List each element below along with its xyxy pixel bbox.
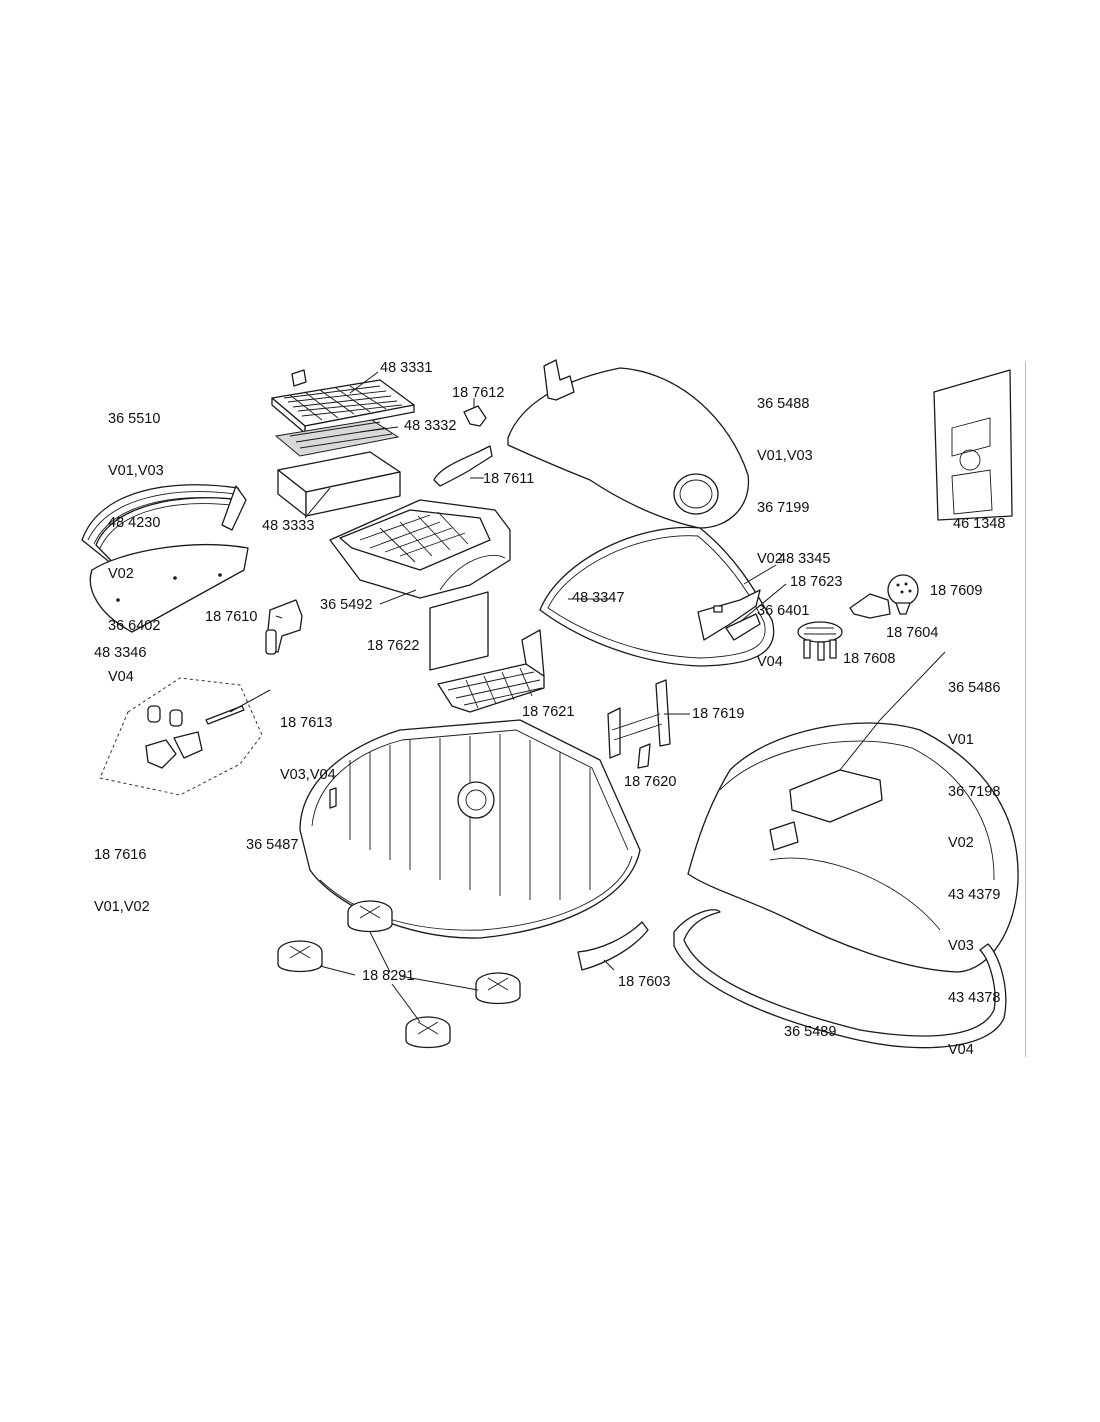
label-line: V03,V04 xyxy=(280,767,336,784)
part-365487-base-chassis xyxy=(299,719,641,939)
label-461348: 46 1348 xyxy=(953,516,1006,532)
part-187621-grille xyxy=(437,629,545,713)
label-187621: 18 7621 xyxy=(522,704,575,720)
part-187619-switch xyxy=(607,679,671,759)
part-187603-bumper xyxy=(577,921,649,971)
part-483331-filter-grid xyxy=(271,369,415,434)
part-365489-bumper-rim xyxy=(673,909,1007,1049)
label-line: V04 xyxy=(108,669,134,686)
label-line: 48 4230 xyxy=(108,514,161,531)
part-187620-tab xyxy=(637,743,651,769)
label-187612: 18 7612 xyxy=(452,385,505,401)
part-483332-filter-mesh xyxy=(274,419,400,457)
part-187604-clip xyxy=(849,593,891,619)
label-483347: 48 3347 xyxy=(572,590,625,606)
label-line: V01,V03 xyxy=(757,448,813,465)
label-line: V02 xyxy=(108,566,134,583)
label-line: 36 6402 xyxy=(108,617,161,634)
label-483332: 48 3332 xyxy=(404,418,457,434)
label-line: 36 5510 xyxy=(108,411,161,428)
label-line: 36 5486 xyxy=(948,680,1001,697)
label-line: 36 6401 xyxy=(757,602,810,619)
label-483346: 48 3346 xyxy=(94,645,147,661)
part-187609-filter-cap xyxy=(887,574,919,615)
label-187611: 18 7611 xyxy=(483,471,535,487)
label-187622: 18 7622 xyxy=(367,638,420,654)
part-365492-filter-housing xyxy=(329,499,511,599)
part-187610-latch xyxy=(265,599,303,655)
label-line: 18 7613 xyxy=(280,715,333,732)
label-line: V01,V02 xyxy=(94,899,150,916)
part-187608-filter-disk xyxy=(797,621,843,661)
label-line: 18 7616 xyxy=(94,847,147,864)
right-margin-rule xyxy=(1025,362,1026,1057)
label-365487: 36 5487 xyxy=(246,837,299,853)
label-365486: 36 5486 V01 36 7198 V02 43 4379 V03 43 4… xyxy=(948,646,1000,1076)
part-187616-motor-mount xyxy=(99,677,263,796)
label-365510: 36 5510 V01,V03 48 4230 V02 36 6402 V04 xyxy=(108,377,164,704)
part-187611-spring xyxy=(433,445,493,487)
part-483333-foam-filter xyxy=(277,451,401,517)
label-187608: 18 7608 xyxy=(843,651,896,667)
label-line: V03 xyxy=(948,938,974,955)
label-187609: 18 7609 xyxy=(930,583,983,599)
label-187623: 18 7623 xyxy=(790,574,843,590)
label-line: V02 xyxy=(757,551,783,568)
label-line: V01,V03 xyxy=(108,463,164,480)
label-187619: 18 7619 xyxy=(692,706,745,722)
label-188291: 18 8291 xyxy=(362,968,415,984)
label-line: 36 5488 xyxy=(757,396,810,413)
part-483345-hinge xyxy=(697,589,761,641)
part-365488-lid xyxy=(507,359,750,529)
label-line: 43 4378 xyxy=(948,990,1001,1007)
part-188291-wheels xyxy=(277,900,521,1049)
label-line: 43 4379 xyxy=(948,886,1001,903)
label-line: V04 xyxy=(757,654,783,671)
label-483333: 48 3333 xyxy=(262,518,315,534)
leader-lines xyxy=(229,371,946,1023)
part-187622-filter-sheet xyxy=(429,591,489,671)
label-483345: 48 3345 xyxy=(778,551,831,567)
part-187612-clip xyxy=(463,405,487,427)
label-187613: 18 7613 V03,V04 xyxy=(280,681,336,801)
label-187616: 18 7616 V01,V02 xyxy=(94,813,150,933)
label-365492: 36 5492 xyxy=(320,597,373,613)
part-365486-body-housing xyxy=(687,722,1019,973)
part-461348-dust-bag xyxy=(933,369,1013,521)
label-line: 36 7198 xyxy=(948,783,1001,800)
label-187603: 18 7603 xyxy=(618,974,671,990)
label-365488: 36 5488 V01,V03 36 7199 V02 36 6401 V04 xyxy=(757,362,813,689)
part-483346-plate xyxy=(89,544,249,633)
label-365489: 36 5489 xyxy=(784,1024,837,1040)
label-line: V02 xyxy=(948,835,974,852)
label-187604: 18 7604 xyxy=(886,625,939,641)
label-line: V01 xyxy=(948,732,974,749)
label-187610: 18 7610 xyxy=(205,609,258,625)
part-187623-catch xyxy=(725,613,761,641)
label-483331: 48 3331 xyxy=(380,360,433,376)
part-187613-pin xyxy=(205,705,245,725)
label-line: V04 xyxy=(948,1041,974,1058)
label-187620: 18 7620 xyxy=(624,774,677,790)
label-line: 36 7199 xyxy=(757,499,810,516)
